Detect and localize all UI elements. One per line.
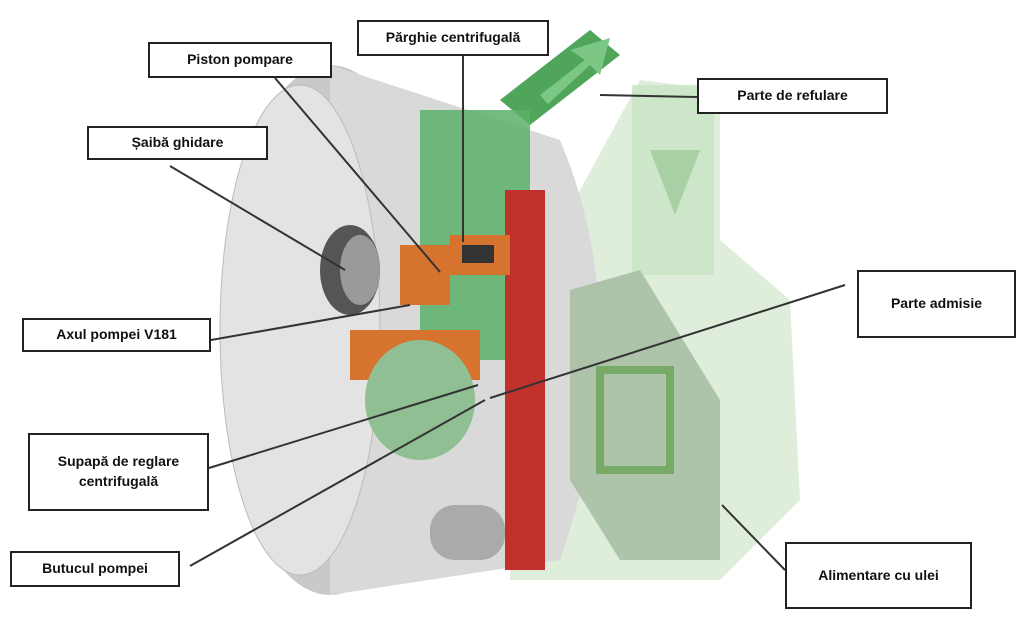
label-piston: Piston pompare: [148, 42, 332, 78]
label-guide-washer: Șaibă ghidare: [87, 126, 268, 160]
label-centrifugal-lever: Părghie centrifugală: [357, 20, 549, 56]
rotor: [365, 340, 475, 460]
label-oil-supply: Alimentare cu ulei: [785, 542, 972, 609]
label-pump-hub: Butucul pompei: [10, 551, 180, 587]
label-pump-shaft: Axul pompei V181: [22, 318, 211, 352]
intake-cover: [570, 270, 720, 560]
pump-hub-shaft: [430, 505, 505, 560]
label-intake: Parte admisie: [857, 270, 1016, 338]
downflow-arrow-icon: [650, 150, 700, 215]
leader-lines: [169, 56, 846, 571]
label-control-valve: Supapă de reglare centrifugală: [28, 433, 209, 511]
outflow-arrow-icon: [540, 38, 610, 104]
label-discharge: Parte de refulare: [697, 78, 888, 114]
red-plate: [505, 190, 545, 570]
